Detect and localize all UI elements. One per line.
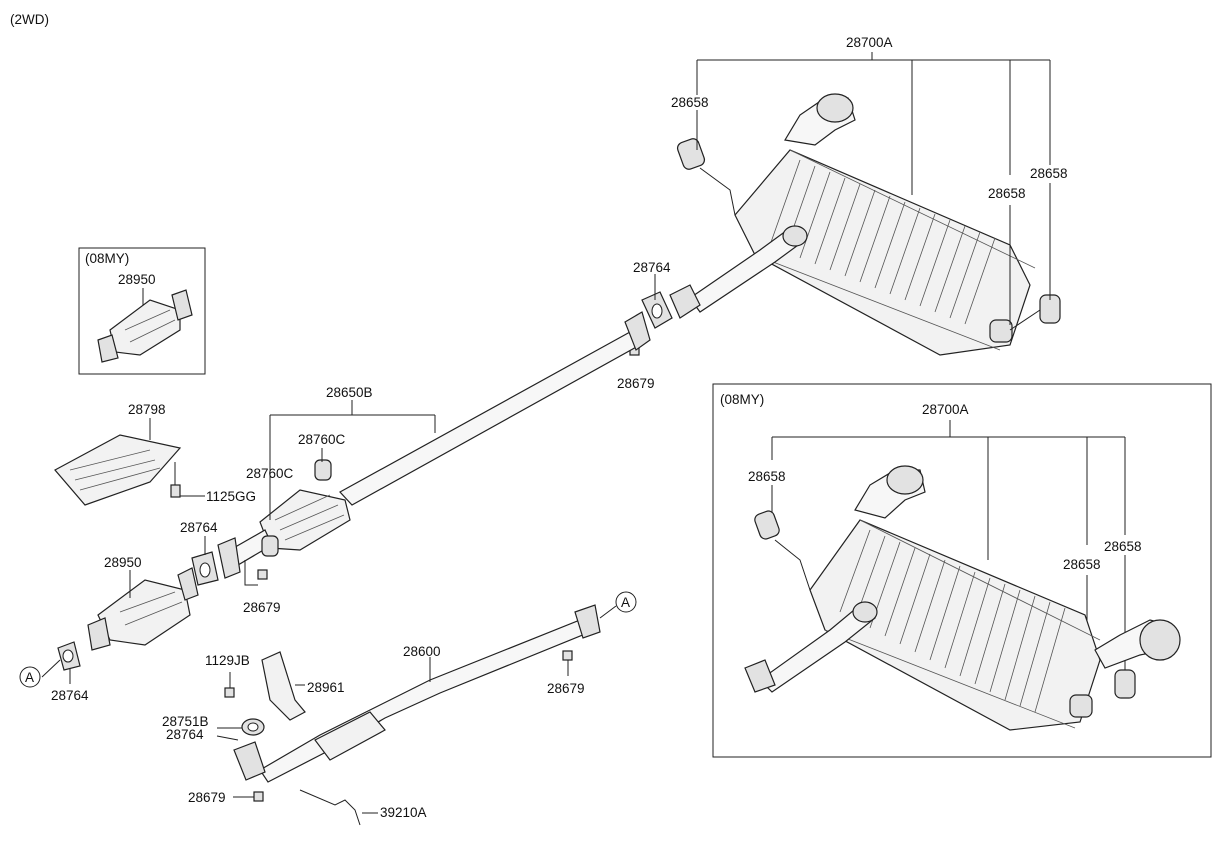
inset-08my-muffler xyxy=(712,383,1212,758)
drive-type-label: (2WD) xyxy=(10,12,49,27)
label-28658-main-right: 28658 xyxy=(1030,166,1068,181)
label-28658-main-mid: 28658 xyxy=(988,186,1026,201)
label-28961: 28961 xyxy=(307,680,345,695)
label-28798: 28798 xyxy=(128,402,166,417)
inset-right-28658-right: 28658 xyxy=(1104,539,1142,554)
catalytic-converter xyxy=(87,567,199,651)
inset-right-28658-left: 28658 xyxy=(748,469,786,484)
label-28679-low: 28679 xyxy=(188,790,226,805)
label-28650B: 28650B xyxy=(326,385,373,400)
inset-right-28658-mid: 28658 xyxy=(1063,557,1101,572)
rear-muffler xyxy=(669,93,1061,356)
label-28760C-lower: 28760C xyxy=(246,466,294,481)
front-pipe xyxy=(233,604,601,826)
label-28764-mid: 28764 xyxy=(180,520,218,535)
label-39210A: 39210A xyxy=(380,805,427,820)
inset-08my-cat xyxy=(78,247,206,375)
inset-top-title: (08MY) xyxy=(85,251,129,266)
ref-a-left: A xyxy=(25,670,34,685)
label-28764-top: 28764 xyxy=(633,260,671,275)
label-1125GG: 1125GG xyxy=(206,489,256,504)
label-28751B: 28751B xyxy=(162,714,209,729)
label-28700A-main: 28700A xyxy=(846,35,893,50)
label-28760C-upper: 28760C xyxy=(298,432,346,447)
label-28679-top: 28679 xyxy=(617,376,655,391)
center-pipe xyxy=(217,311,651,579)
inset-right-28700A: 28700A xyxy=(922,402,969,417)
ref-a-right: A xyxy=(621,595,630,610)
inset-muffler-drawing xyxy=(744,465,1181,731)
heat-shield xyxy=(54,434,182,506)
label-1129JB: 1129JB xyxy=(205,653,250,668)
label-28950-main: 28950 xyxy=(104,555,142,570)
label-28658-main-left: 28658 xyxy=(671,95,709,110)
inset-top-part: 28950 xyxy=(118,272,156,287)
label-28679-right: 28679 xyxy=(547,681,585,696)
inset-right-title: (08MY) xyxy=(720,392,764,407)
label-28764-low: 28764 xyxy=(166,727,204,742)
label-28600: 28600 xyxy=(403,644,441,659)
label-28679-mid: 28679 xyxy=(243,600,281,615)
label-28764-left: 28764 xyxy=(51,688,89,703)
